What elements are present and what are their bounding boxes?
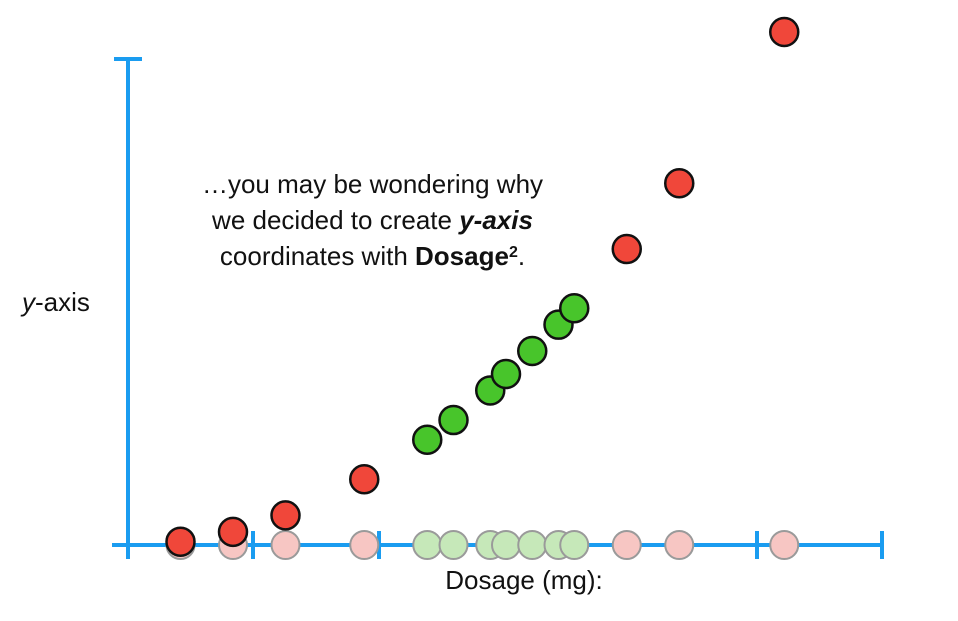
baseline-point-3 (270, 530, 301, 560)
baseline-point-4 (349, 530, 380, 560)
baseline-point-14 (769, 530, 800, 560)
data-point-9 (517, 335, 548, 367)
data-point-8 (490, 358, 522, 390)
data-point-12 (611, 233, 642, 265)
data-point-5 (412, 424, 443, 456)
baseline-point-8 (491, 530, 521, 560)
data-point-4 (349, 463, 380, 495)
x-axis-label: Dosage (mg): (445, 565, 603, 595)
baseline-point-5 (412, 530, 443, 560)
baseline-point-9 (517, 530, 548, 560)
annotation-line-2: we decided to create y-axis (212, 205, 533, 235)
baseline-point-11 (559, 530, 590, 560)
data-point-6 (438, 404, 469, 436)
data-point-1 (165, 526, 196, 557)
data-point-3 (270, 500, 301, 531)
data-point-2 (217, 516, 249, 548)
axes (112, 57, 884, 559)
data-points (165, 16, 800, 557)
annotation-line-3: coordinates with Dosage2. (219, 241, 526, 271)
data-point-11 (559, 292, 590, 324)
baseline-point-6 (438, 530, 469, 560)
baseline-point-12 (611, 530, 642, 560)
annotation-line-1: …you may be wondering why (201, 169, 544, 199)
y-axis-label: y-axis (22, 287, 90, 317)
baseline-point-13 (664, 530, 695, 560)
annotation-text: …you may be wondering why we decided to … (135, 166, 610, 274)
data-point-14 (769, 16, 800, 48)
data-point-13 (664, 168, 695, 199)
